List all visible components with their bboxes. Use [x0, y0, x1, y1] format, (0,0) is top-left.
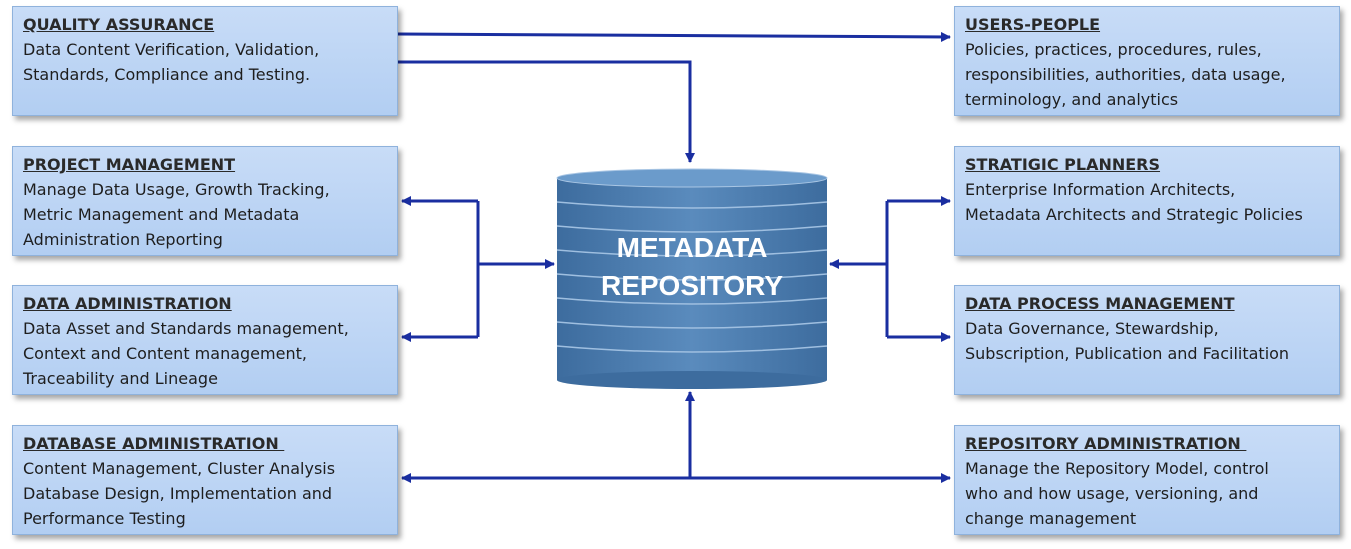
- repository-label-line1: METADATA: [616, 232, 768, 263]
- repository-administration-body: Manage the Repository Model, control who…: [965, 459, 1269, 528]
- repository-label: METADATA REPOSITORY: [557, 229, 827, 305]
- users-people-body: Policies, practices, procedures, rules, …: [965, 40, 1286, 109]
- users-people-title: USERS-PEOPLE: [965, 15, 1101, 34]
- strategic-planners-title: STRATIGIC PLANNERS: [965, 155, 1161, 174]
- quality-assurance-box: QUALITY ASSURANCE Data Content Verificat…: [12, 6, 398, 116]
- repository-label-line2: REPOSITORY: [600, 270, 784, 301]
- strategic-planners-body: Enterprise Information Architects, Metad…: [965, 180, 1303, 224]
- data-process-management-body: Data Governance, Stewardship, Subscripti…: [965, 319, 1290, 363]
- data-process-management-title: DATA PROCESS MANAGEMENT: [965, 294, 1235, 313]
- database-administration-title: DATABASE ADMINISTRATION: [23, 434, 285, 453]
- project-management-body: Manage Data Usage, Growth Tracking, Metr…: [23, 180, 330, 249]
- database-administration-body: Content Management, Cluster Analysis Dat…: [23, 459, 336, 528]
- project-management-title: PROJECT MANAGEMENT: [23, 155, 236, 174]
- arrow-qa-to-repository: [398, 60, 695, 163]
- database-administration-box: DATABASE ADMINISTRATION Content Manageme…: [12, 425, 398, 535]
- repository-administration-title: REPOSITORY ADMINISTRATION: [965, 434, 1247, 453]
- quality-assurance-body: Data Content Verification, Validation, S…: [23, 40, 320, 84]
- repository-cylinder: [556, 168, 828, 389]
- arrow-qa-to-users: [397, 31, 951, 42]
- data-process-management-box: DATA PROCESS MANAGEMENT Data Governance,…: [954, 285, 1340, 395]
- strategic-planners-box: STRATIGIC PLANNERS Enterprise Informatio…: [954, 146, 1340, 256]
- data-administration-title: DATA ADMINISTRATION: [23, 294, 232, 313]
- repository-administration-box: REPOSITORY ADMINISTRATION Manage the Rep…: [954, 425, 1340, 535]
- project-management-box: PROJECT MANAGEMENT Manage Data Usage, Gr…: [12, 146, 398, 256]
- data-administration-body: Data Asset and Standards management, Con…: [23, 319, 349, 388]
- quality-assurance-title: QUALITY ASSURANCE: [23, 15, 215, 34]
- data-administration-box: DATA ADMINISTRATION Data Asset and Stand…: [12, 285, 398, 395]
- users-people-box: USERS-PEOPLE Policies, practices, proced…: [954, 6, 1340, 116]
